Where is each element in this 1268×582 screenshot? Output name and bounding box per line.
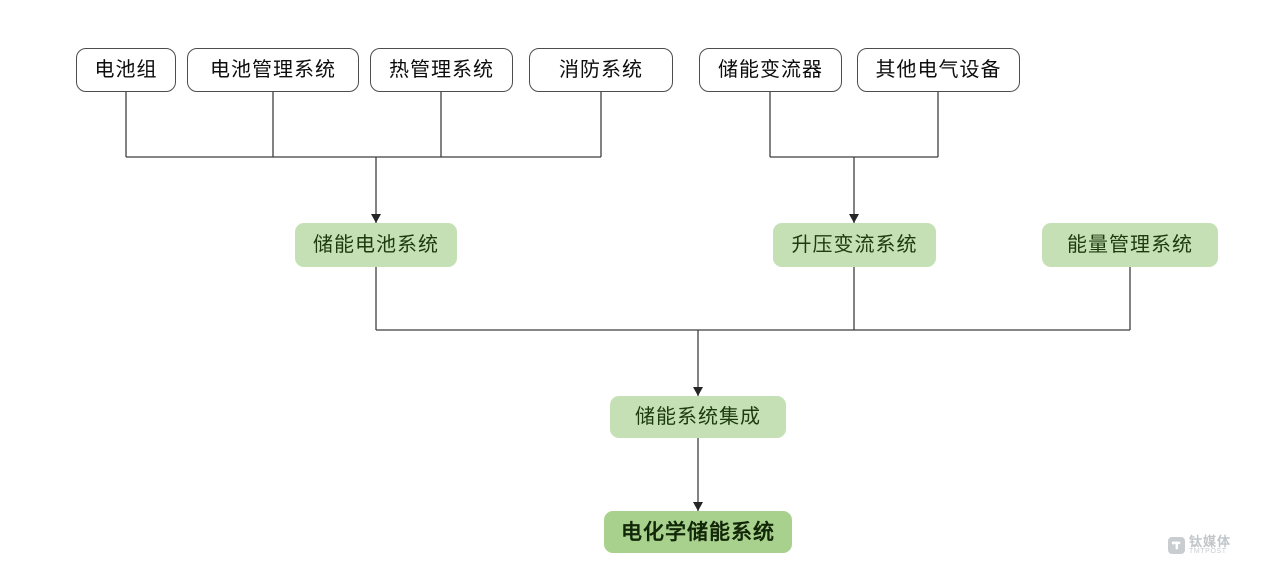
node-energy-storage-system-integration: 储能系统集成 — [610, 396, 786, 438]
node-boost-converter-system: 升压变流系统 — [773, 223, 936, 267]
node-battery-pack: 电池组 — [76, 48, 176, 92]
node-other-electrical-equipment: 其他电气设备 — [857, 48, 1020, 92]
tmtpost-t-icon — [1168, 537, 1185, 554]
tmtpost-watermark-text: 钛媒体 TMTPOST — [1189, 535, 1231, 556]
node-energy-management-system: 能量管理系统 — [1042, 223, 1218, 267]
node-thermal-management-system: 热管理系统 — [370, 48, 513, 92]
node-energy-storage-converter: 储能变流器 — [699, 48, 842, 92]
watermark-brand-cn: 钛媒体 — [1189, 534, 1232, 549]
watermark-brand-en: TMTPOST — [1189, 548, 1227, 555]
node-fire-protection-system: 消防系统 — [529, 48, 673, 92]
node-battery-management-system: 电池管理系统 — [187, 48, 359, 92]
node-electrochemical-energy-storage-system: 电化学储能系统 — [604, 511, 792, 553]
node-energy-storage-battery-system: 储能电池系统 — [295, 223, 457, 267]
tmtpost-watermark: 钛媒体 TMTPOST — [1168, 535, 1231, 556]
